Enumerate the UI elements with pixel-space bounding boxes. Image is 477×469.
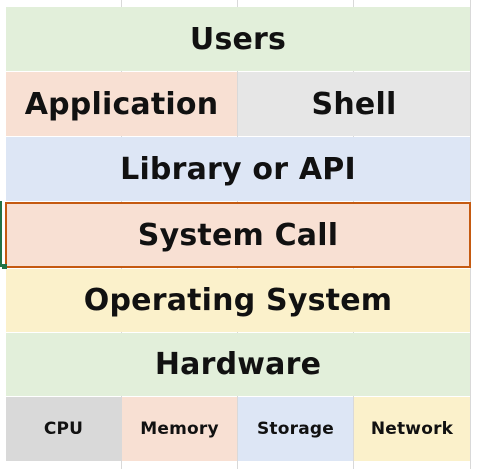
selection-handle[interactable] [2,264,7,269]
memory-cell: Memory [122,397,237,461]
operating-system-layer: Operating System [6,269,470,332]
network-label: Network [370,419,454,439]
selection-edge [0,201,2,267]
hardware-label: Hardware [154,347,322,382]
shell-label: Shell [311,86,397,122]
hardware-layer: Hardware [6,333,470,396]
library-layer: Library or API [6,137,470,201]
operating-system-label: Operating System [83,283,393,318]
cpu-cell: CPU [6,397,121,461]
users-layer: Users [6,7,470,71]
memory-label: Memory [140,419,219,439]
library-label: Library or API [120,151,356,187]
storage-cell: Storage [238,397,353,461]
cpu-label: CPU [43,419,84,439]
system-call-layer: System Call [5,202,471,268]
storage-label: Storage [256,419,334,439]
users-label: Users [189,21,287,57]
shell-layer: Shell [238,72,470,136]
system-call-label: System Call [137,217,339,253]
application-layer: Application [6,72,237,136]
network-cell: Network [354,397,470,461]
application-label: Application [24,86,219,122]
